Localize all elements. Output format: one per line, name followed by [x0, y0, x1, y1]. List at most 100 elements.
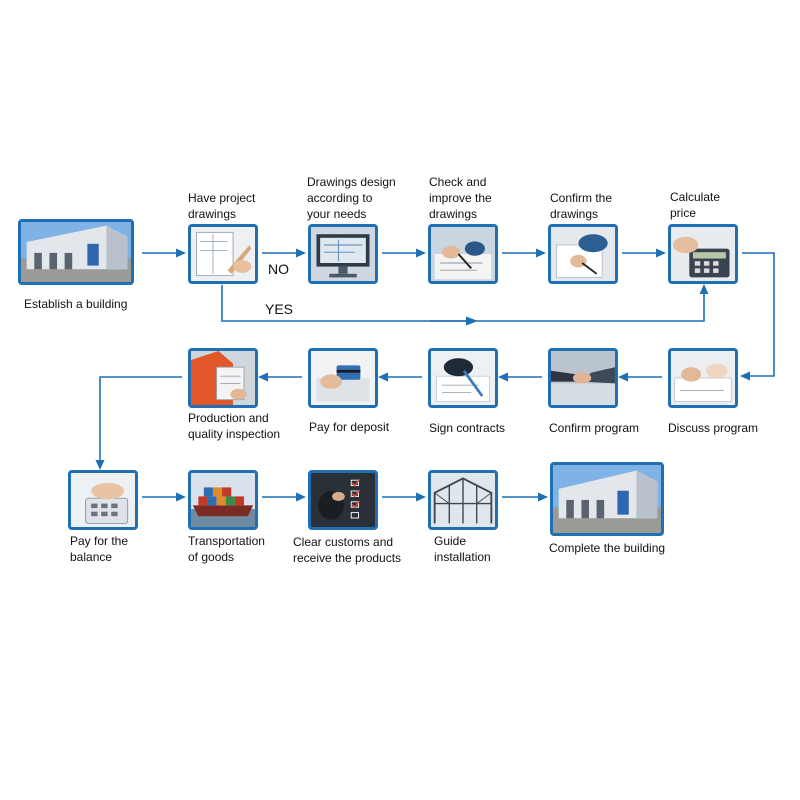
label-line: drawings [188, 207, 237, 221]
building-icon [21, 222, 131, 282]
node-clear-customs [308, 470, 378, 530]
arrow-6-7 [742, 252, 775, 377]
label-line: Confirm program [549, 421, 640, 435]
label-line: Clear customs and [293, 535, 394, 549]
label-line: Calculate [670, 190, 721, 204]
label-project-drawings: Have project drawings [188, 190, 255, 222]
label-line: Drawings design [307, 175, 396, 189]
checking-drawings-icon [431, 227, 495, 281]
node-complete-building [550, 462, 664, 536]
node-pay-balance [68, 470, 138, 530]
label-line: Establish a building [24, 297, 128, 311]
arrowhead-2 [296, 248, 306, 258]
label-line: price [670, 206, 697, 220]
branch-yes-label: YES [265, 301, 294, 317]
arrowhead-14 [416, 492, 426, 502]
node-check-improve [428, 224, 498, 284]
label-confirm-drawings: Confirm the drawings [550, 190, 612, 222]
checklist-icon [311, 473, 375, 527]
node-confirm-program [548, 348, 618, 408]
steel-frame-icon [431, 473, 495, 527]
drawings-icon [191, 227, 255, 281]
arrowhead-12 [176, 492, 186, 502]
node-calculate-price [668, 224, 738, 284]
arrowhead-10 [258, 372, 268, 382]
label-line: improve the [429, 191, 492, 205]
node-transportation [188, 470, 258, 530]
arrowhead-15 [538, 492, 548, 502]
label-line: of goods [188, 550, 235, 564]
label-complete-building: Complete the building [549, 540, 665, 556]
label-line: Guide [434, 534, 467, 548]
label-calculate-price: Calculate price [670, 189, 720, 221]
label-line: Pay for deposit [309, 420, 390, 434]
signing-icon [551, 227, 615, 281]
yes-bypass-arrow [221, 285, 705, 322]
arrow-11-12 [99, 376, 182, 462]
label-line: Sign contracts [429, 421, 506, 435]
label-check-improve: Check and improve the drawings [429, 174, 492, 222]
label-sign-contracts: Sign contracts [429, 420, 505, 436]
arrowhead-yes-mid [466, 316, 478, 326]
arrowhead-4 [536, 248, 546, 258]
label-line: your needs [307, 207, 367, 221]
calculator-icon [671, 227, 735, 281]
label-pay-balance: Pay for the balance [70, 533, 128, 565]
pen-contract-icon [431, 351, 495, 405]
label-line: Production and [188, 411, 269, 425]
inspector-icon [191, 351, 255, 405]
node-establish-building [18, 219, 134, 285]
label-line: drawings [429, 207, 478, 221]
node-pay-deposit [308, 348, 378, 408]
arrowhead-9 [378, 372, 388, 382]
arrowhead-11-12 [95, 460, 105, 470]
label-line: according to [307, 191, 373, 205]
arrowhead-3 [416, 248, 426, 258]
arrowhead-13 [296, 492, 306, 502]
label-line: Have project [188, 191, 256, 205]
label-production-inspection: Production and quality inspection [188, 410, 280, 442]
label-line: Pay for the [70, 534, 129, 548]
label-line: balance [70, 550, 113, 564]
label-establish-building: Establish a building [24, 296, 127, 312]
label-line: drawings [550, 207, 599, 221]
arrowhead-1 [176, 248, 186, 258]
label-line: Confirm the [550, 191, 613, 205]
arrowhead-8 [498, 372, 508, 382]
label-line: receive the products [293, 551, 402, 565]
node-discuss-program [668, 348, 738, 408]
label-line: installation [434, 550, 491, 564]
node-production-inspection [188, 348, 258, 408]
computer-design-icon [311, 227, 375, 281]
handshake-icon [551, 351, 615, 405]
calculator-icon [71, 473, 135, 527]
arrowhead-7 [618, 372, 628, 382]
node-project-drawings [188, 224, 258, 284]
node-guide-installation [428, 470, 498, 530]
cargo-ship-icon [191, 473, 255, 527]
label-clear-customs: Clear customs and receive the products [293, 534, 401, 566]
label-discuss-program: Discuss program [668, 420, 758, 436]
building-icon [553, 465, 661, 533]
arrowhead-6-7 [740, 371, 750, 381]
label-transportation: Transportation of goods [188, 533, 265, 565]
discussion-icon [671, 351, 735, 405]
label-drawings-design: Drawings design according to your needs [307, 174, 396, 222]
label-line: Check and [429, 175, 487, 189]
card-payment-icon [311, 351, 375, 405]
branch-no-label: NO [268, 261, 289, 277]
label-line: Complete the building [549, 541, 666, 555]
arrowhead-yes-up [699, 284, 709, 294]
label-line: quality inspection [188, 427, 281, 441]
node-sign-contracts [428, 348, 498, 408]
label-confirm-program: Confirm program [549, 420, 639, 436]
node-drawings-design [308, 224, 378, 284]
label-pay-deposit: Pay for deposit [309, 419, 389, 435]
arrowhead-5 [656, 248, 666, 258]
label-line: Transportation [188, 534, 265, 548]
label-line: Discuss program [668, 421, 759, 435]
label-guide-installation: Guide installation [434, 533, 491, 565]
node-confirm-drawings [548, 224, 618, 284]
